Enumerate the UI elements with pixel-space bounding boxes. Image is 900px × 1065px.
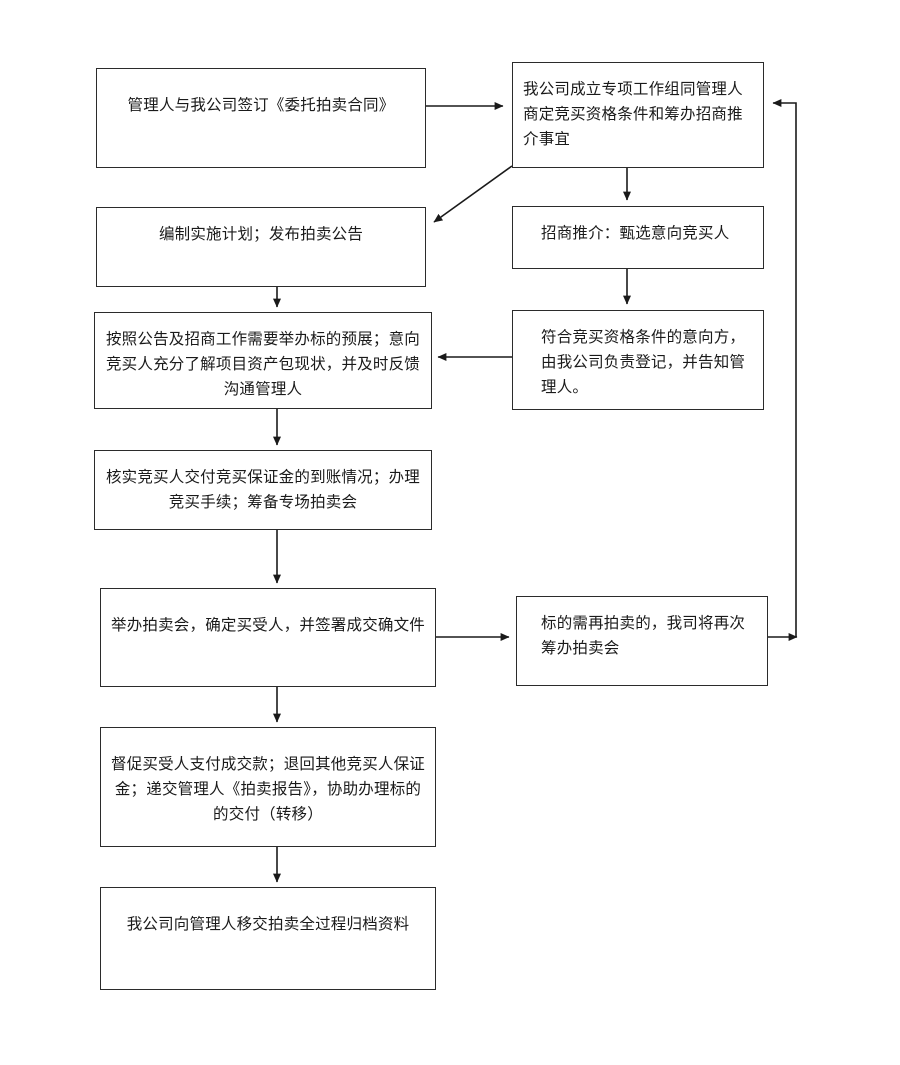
node-label: 我公司成立专项工作组同管理人商定竞买资格条件和筹办招商推介事宜: [523, 80, 743, 149]
node-establish-special-working-group[interactable]: 我公司成立专项工作组同管理人商定竞买资格条件和筹办招商推介事宜: [512, 62, 764, 168]
node-prepare-plan-publish-announcement[interactable]: 编制实施计划；发布拍卖公告: [96, 207, 426, 287]
arrow-workgroup-to-plan: [433, 165, 513, 223]
node-label: 核实竞买人交付竞买保证金的到账情况；办理竞买手续；筹备专场拍卖会: [105, 468, 420, 512]
node-label: 举办拍卖会，确定买受人，并签署成交确文件: [111, 616, 426, 634]
node-sign-entrust-auction-contract[interactable]: 管理人与我公司签订《委托拍卖合同》: [96, 68, 426, 168]
node-re-auction-if-needed[interactable]: 标的需再拍卖的，我司将再次筹办拍卖会: [516, 596, 768, 686]
node-register-qualified-intenders[interactable]: 符合竞买资格条件的意向方，由我公司负责登记，并告知管理人。: [512, 310, 764, 410]
node-hold-preview-and-communicate[interactable]: 按照公告及招商工作需要举办标的预展；意向竞买人充分了解项目资产包现状，并及时反馈…: [94, 312, 432, 409]
node-label: 按照公告及招商工作需要举办标的预展；意向竞买人充分了解项目资产包现状，并及时反馈…: [105, 330, 420, 399]
node-collect-payment-refund-deposit-deliver[interactable]: 督促买受人支付成交款；退回其他竞买人保证金；递交管理人《拍卖报告》，协助办理标的…: [100, 727, 436, 847]
node-label: 编制实施计划；发布拍卖公告: [158, 225, 364, 243]
node-label: 我公司向管理人移交拍卖全过程归档资料: [126, 915, 410, 933]
node-label: 符合竞买资格条件的意向方，由我公司负责登记，并告知管理人。: [541, 328, 746, 397]
node-label: 标的需再拍卖的，我司将再次筹办拍卖会: [541, 614, 746, 658]
node-investment-promotion-select-bidders[interactable]: 招商推介：甄选意向竞买人: [512, 206, 764, 269]
node-label: 督促买受人支付成交款；退回其他竞买人保证金；递交管理人《拍卖报告》，协助办理标的…: [111, 755, 426, 824]
arrow-reauction-loop-to-workgroup: [768, 99, 798, 641]
node-hand-over-archive-materials[interactable]: 我公司向管理人移交拍卖全过程归档资料: [100, 887, 436, 990]
node-label: 招商推介：甄选意向竞买人: [541, 224, 730, 242]
node-hold-auction-confirm-buyer[interactable]: 举办拍卖会，确定买受人，并签署成交确文件: [100, 588, 436, 687]
node-verify-deposit-and-prepare-auction[interactable]: 核实竞买人交付竞买保证金的到账情况；办理竞买手续；筹备专场拍卖会: [94, 450, 432, 530]
node-label: 管理人与我公司签订《委托拍卖合同》: [127, 96, 395, 114]
